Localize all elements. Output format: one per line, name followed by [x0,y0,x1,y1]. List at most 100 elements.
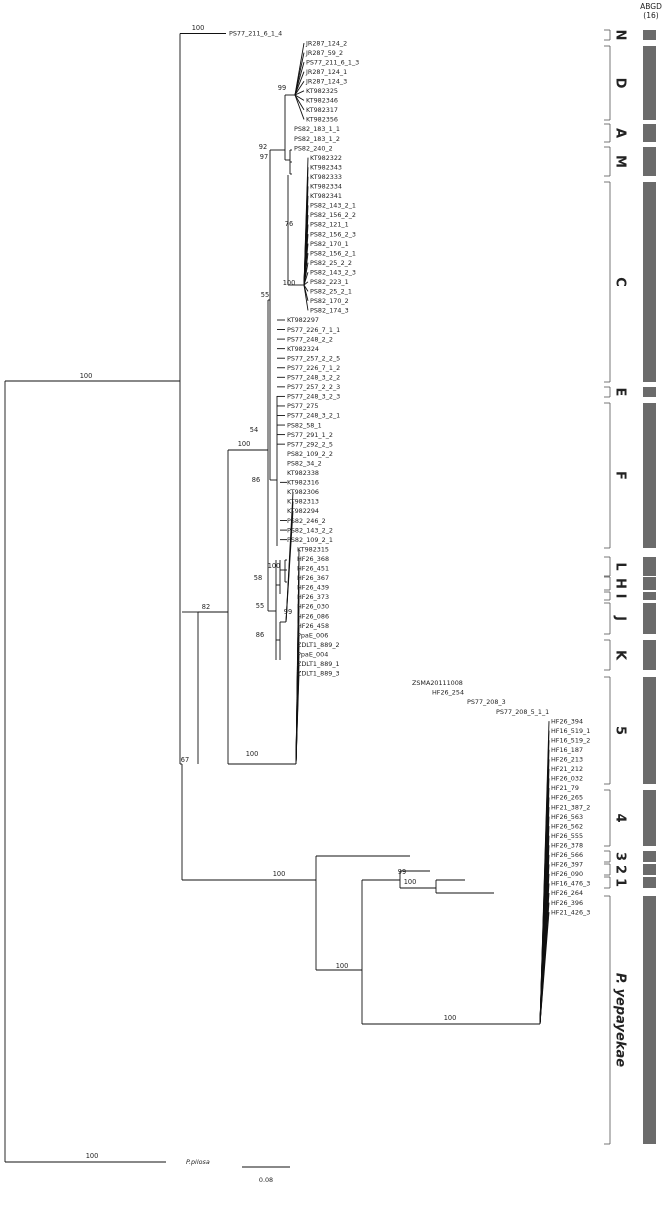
tip-label: PS82_58_1 [287,421,322,429]
tip-label: HF26_378 [551,841,583,849]
clade-label: 1 [613,878,628,887]
tip-label: KT982316 [287,479,319,487]
tip-label: KT982297 [287,316,319,324]
tree-branch [294,71,305,96]
tip-label: HF26_213 [551,756,583,764]
tip-label: KT982294 [287,507,319,515]
tip-label: PS82_240_2 [294,144,333,152]
tip-label: PS82_156_2_2 [310,211,356,219]
abgd-bar [643,851,656,862]
abgd-bar [643,577,656,590]
clade-label: E [613,388,628,397]
tree-branch [285,510,294,623]
tip-label: PS82_170_1 [310,240,349,248]
clade-label: A [613,128,628,138]
tip-label: ZDLT1_889_3 [297,670,340,678]
clade-label: J [613,615,628,621]
tip-label: KT982333 [310,173,342,181]
abgd-bars [643,30,656,1144]
tip-label: JR287_124_3 [305,77,347,85]
tip-label: PS82_183_1_2 [294,135,340,143]
support-value: 100 [80,372,93,380]
tip-label: HF26_030 [297,603,329,611]
clade-brackets [604,29,611,1145]
tip-label: ZSMA20111008 [412,679,463,687]
tip-labels: PS77_211_6_1_4JR287_124_2JR287_59_2PS77_… [186,30,590,1166]
tip-label: PS82_170_2 [310,297,349,305]
tree-branch [294,94,305,120]
tip-label: HF26_397 [551,861,583,869]
tree-branch [303,262,309,286]
tip-label: PS77_248_3_2_3 [287,393,340,401]
clade-label: 2 [613,865,628,874]
tip-label: HF26_367 [297,574,329,582]
tip-label: PS77_226_7_1_1 [287,326,340,334]
abgd-bar [643,640,656,670]
tree-branch [294,81,305,96]
support-value: 100 [238,440,251,448]
tree-branch [303,281,309,286]
abgd-bar [643,403,656,548]
tip-label: HF26_032 [551,775,583,783]
support-value: 100 [246,750,259,758]
tip-label: HF16_476_3 [551,880,590,888]
support-value: 76 [285,220,293,228]
tip-label: PpaE_006 [297,631,328,639]
clade-label: N [613,30,628,41]
abgd-header-title: ABGD [640,2,662,11]
tip-label: PS77_208_5_1_1 [496,708,549,716]
tip-label: HF26_563 [551,813,583,821]
tip-label: ZDLT1_889_2 [297,641,340,649]
abgd-bar [643,557,656,576]
tip-label: JR287_59_2 [305,49,343,57]
tip-label: PS82_143_2_3 [310,268,356,276]
support-value: 99 [278,84,286,92]
support-value: 100 [192,24,205,32]
tip-label: PS77_208_3 [467,698,506,706]
support-value: 58 [254,574,262,582]
support-value: 86 [256,631,264,639]
tip-label: HF26_566 [551,851,583,859]
support-value: 100 [336,962,349,970]
tip-label: KT982322 [310,154,342,162]
support-value: 55 [256,602,264,610]
tip-label: ZDLT1_889_1 [297,660,340,668]
support-value: 97 [260,153,268,161]
abgd-bar [643,387,656,397]
clade-label: C [613,277,628,287]
clade-label: F [613,471,628,480]
tip-label: PS77_211_6_1_3 [306,58,359,66]
tip-label: PS82_174_3 [310,307,349,315]
tip-label: PS82_143_2_1 [310,202,356,210]
abgd-header-count: (16) [643,11,658,20]
clade-label: 4 [613,813,628,822]
tree-branch [303,272,309,286]
tip-label: KT982315 [297,545,329,553]
tree-branch [539,912,550,1025]
abgd-bar [643,603,656,634]
tip-label: PpaE_004 [297,650,328,658]
abgd-bar [643,677,656,784]
abgd-bar [643,877,656,888]
support-value: 100 [273,870,286,878]
clade-label: P. yepayekae [613,973,628,1067]
tip-label: PS77_257_2_2_3 [287,383,340,391]
tip-label: PS82_109_2_2 [287,450,333,458]
support-value: 100 [283,279,296,287]
clade-label: M [613,155,628,168]
clade-label: L [613,562,628,570]
support-value: 86 [252,476,260,484]
tip-label: JR287_124_2 [305,39,347,47]
tip-label: HF26_264 [551,889,583,897]
tip-label: KT982325 [306,87,338,95]
clade-label: 5 [613,726,628,735]
clade-label: H [613,578,628,589]
tree-branch [294,62,305,96]
tip-label: HF26_086 [297,612,329,620]
tip-label: KT982356 [306,116,338,124]
tip-label: PS82_156_2_3 [310,230,356,238]
tip-label: PS82_183_1_1 [294,125,340,133]
tip-label: PS82_109_2_1 [287,536,333,544]
